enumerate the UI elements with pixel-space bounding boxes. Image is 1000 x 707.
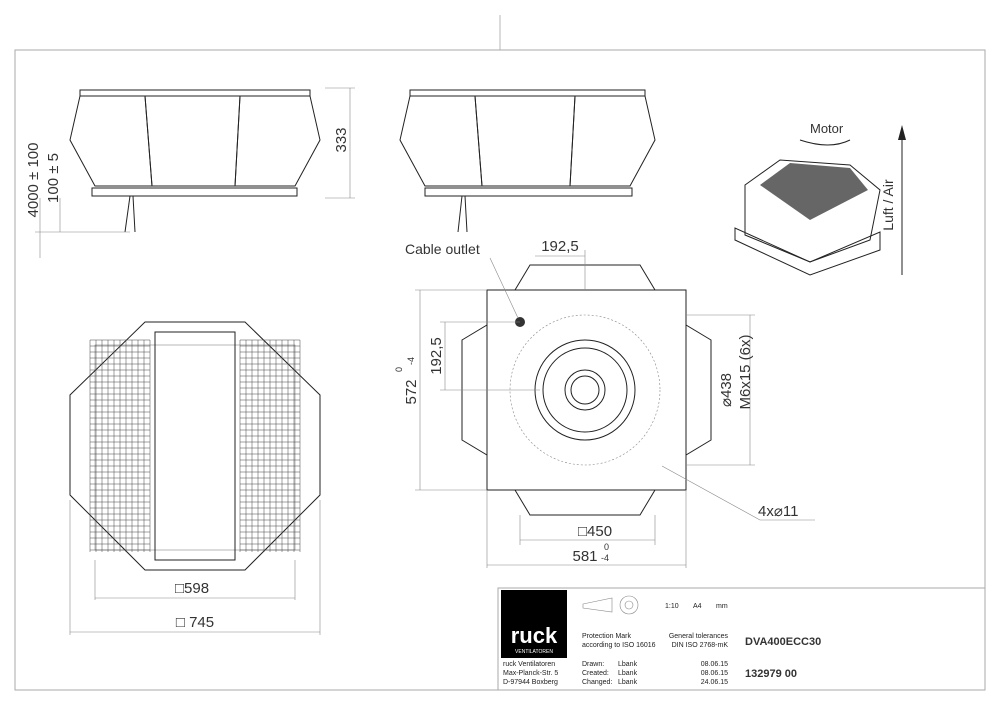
- changed-by: Lbank: [618, 679, 638, 686]
- projection-symbol-icon: [582, 595, 639, 615]
- drawn-by: Lbank: [618, 661, 638, 668]
- cable-offset-label: 100 ± 5: [45, 153, 62, 203]
- protection-mark: Protection Mark: [582, 633, 632, 640]
- tol-572-lower: -4: [406, 357, 416, 365]
- thread-label: M6x15 (6x): [737, 334, 754, 409]
- created-date: 08.06.15: [701, 670, 728, 677]
- svg-text:VENTILATOREN: VENTILATOREN: [515, 649, 553, 655]
- tolerance-standard: DIN ISO 2768-mK: [672, 642, 729, 649]
- unit: mm: [716, 603, 728, 610]
- width-581-label: 581: [572, 548, 597, 565]
- height-333-label: 333: [333, 127, 350, 152]
- airflow-arrow-icon: [898, 125, 906, 140]
- street: Max-Planck-Str. 5: [503, 670, 558, 677]
- diameter-438-label: ⌀438: [718, 373, 735, 407]
- cable-outlet-label: Cable outlet: [405, 241, 480, 257]
- created-by: Lbank: [618, 670, 638, 677]
- changed-label: Changed:: [582, 679, 612, 686]
- svg-text:ruck: ruck: [511, 623, 558, 648]
- created-label: Created:: [582, 670, 609, 677]
- article-number: 132979 00: [745, 668, 797, 680]
- tol-572-upper: 0: [394, 367, 404, 372]
- city: D-97944 Boxberg: [503, 679, 558, 686]
- isometric-view: Motor Luft / Air: [734, 121, 906, 276]
- tol-581-lower: -4: [601, 553, 609, 563]
- offset-y-label: 192,5: [428, 337, 445, 375]
- airflow-label: Luft / Air: [880, 179, 896, 231]
- offset-x-label: 192,5: [541, 238, 579, 255]
- width-572-label: 572: [403, 379, 420, 404]
- motor-label: Motor: [810, 121, 844, 136]
- product-name: DVA400ECC30: [745, 636, 821, 648]
- protection-standard: according to ISO 16016: [582, 642, 656, 649]
- square-745-label: □ 745: [176, 614, 214, 631]
- side-view-left: 333 4000 ± 100 100 ± 5: [25, 87, 355, 258]
- drawn-date: 08.06.15: [701, 661, 728, 668]
- tol-581-upper: 0: [604, 542, 609, 552]
- top-view: □598 □ 745: [69, 321, 321, 635]
- square-598-label: □598: [175, 580, 209, 597]
- tolerance-title: General tolerances: [669, 633, 729, 640]
- holes-label: 4x⌀11: [758, 503, 798, 520]
- scale: 1:10: [665, 603, 679, 610]
- side-view-right: [399, 89, 656, 233]
- bottom-view: Cable outlet 192,5 192,5 572 0 -4 ⌀438 M…: [394, 238, 815, 568]
- cable-length-label: 4000 ± 100: [25, 143, 42, 218]
- company: ruck Ventilatoren: [503, 661, 555, 668]
- square-450-label: □450: [578, 523, 612, 540]
- title-block: ruck VENTILATOREN 1:10 A4 mm Protection …: [497, 587, 986, 691]
- paper-format: A4: [693, 603, 702, 610]
- changed-date: 24.06.15: [701, 679, 728, 686]
- ruck-logo: [501, 590, 567, 658]
- drawn-label: Drawn:: [582, 661, 604, 668]
